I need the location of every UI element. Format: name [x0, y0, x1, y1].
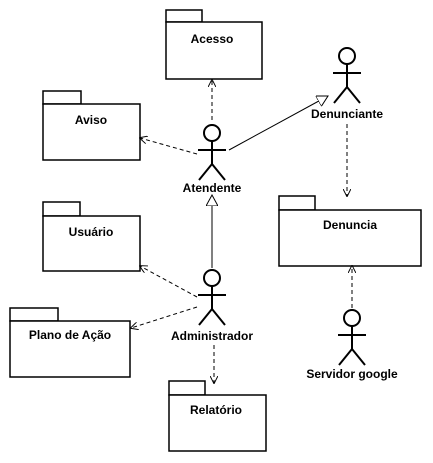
package-denuncia[interactable]: Denuncia	[278, 195, 422, 267]
package-denuncia-label: Denuncia	[323, 218, 377, 232]
package-usuario-label: Usuário	[69, 225, 114, 239]
actor-administrador[interactable]: Administrador	[171, 269, 253, 343]
package-acesso-label: Acesso	[191, 32, 234, 46]
dependency-administrador-usuario	[140, 266, 198, 298]
package-usuario[interactable]: Usuário	[42, 201, 141, 272]
actor-servidor-google-label: Servidor google	[306, 367, 398, 381]
dependency-administrador-plano	[131, 306, 198, 328]
actor-denunciante[interactable]: Denunciante	[311, 47, 383, 121]
generalization-atendente-denunciante	[228, 96, 328, 151]
package-plano-label: Plano de Ação	[29, 328, 111, 342]
servidor-google-stick-figure-icon	[338, 309, 366, 366]
actor-atendente[interactable]: Atendente	[183, 124, 242, 195]
actor-denunciante-label: Denunciante	[311, 107, 383, 121]
actor-servidor-google[interactable]: Servidor google	[306, 309, 398, 381]
package-plano-de-acao[interactable]: Plano de Ação	[9, 307, 131, 378]
package-aviso-label: Aviso	[75, 113, 107, 127]
atendente-stick-figure-icon	[198, 124, 226, 181]
dependency-atendente-aviso	[140, 138, 198, 155]
administrador-stick-figure-icon	[198, 269, 226, 326]
package-acesso[interactable]: Acesso	[165, 9, 263, 80]
actor-atendente-label: Atendente	[183, 181, 242, 195]
package-relatorio[interactable]: Relatório	[168, 380, 267, 452]
package-relatorio-label: Relatório	[190, 403, 242, 417]
package-aviso[interactable]: Aviso	[42, 90, 141, 161]
actor-administrador-label: Administrador	[171, 329, 253, 343]
denunciante-stick-figure-icon	[333, 47, 361, 104]
